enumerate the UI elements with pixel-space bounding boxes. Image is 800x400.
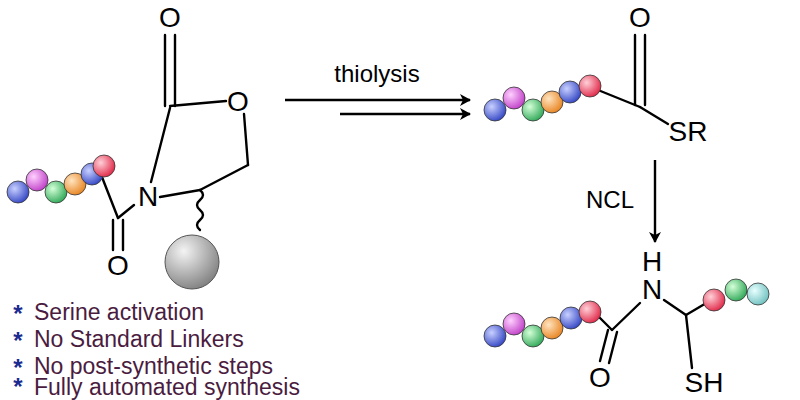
- bullet-star: *: [13, 302, 22, 326]
- atom-label: O: [107, 252, 129, 280]
- atom-label: O: [159, 4, 181, 32]
- amino-acid-beads: [7, 75, 769, 347]
- bullet-star: *: [13, 329, 22, 353]
- bullet-text: No Standard Linkers: [34, 328, 244, 351]
- atom-label: SR: [669, 118, 708, 146]
- step-label: NCL: [586, 188, 634, 212]
- reaction-arrows: [285, 100, 655, 242]
- bullet-text: No post-synthetic steps: [34, 355, 273, 378]
- atom-label: N: [642, 276, 662, 304]
- atom-label: H: [642, 248, 662, 276]
- bullet-text: Serine activation: [34, 301, 204, 324]
- atom-label: O: [227, 88, 249, 116]
- bullet-star: *: [13, 375, 22, 399]
- bullet-text: Fully automated synthesis: [34, 376, 300, 399]
- atom-label: O: [629, 4, 651, 32]
- atom-label: O: [589, 364, 611, 392]
- step-label: thiolysis: [334, 62, 419, 86]
- solid-support-bead: [165, 235, 219, 289]
- atom-label: SH: [685, 369, 724, 397]
- atom-label: N: [138, 183, 158, 211]
